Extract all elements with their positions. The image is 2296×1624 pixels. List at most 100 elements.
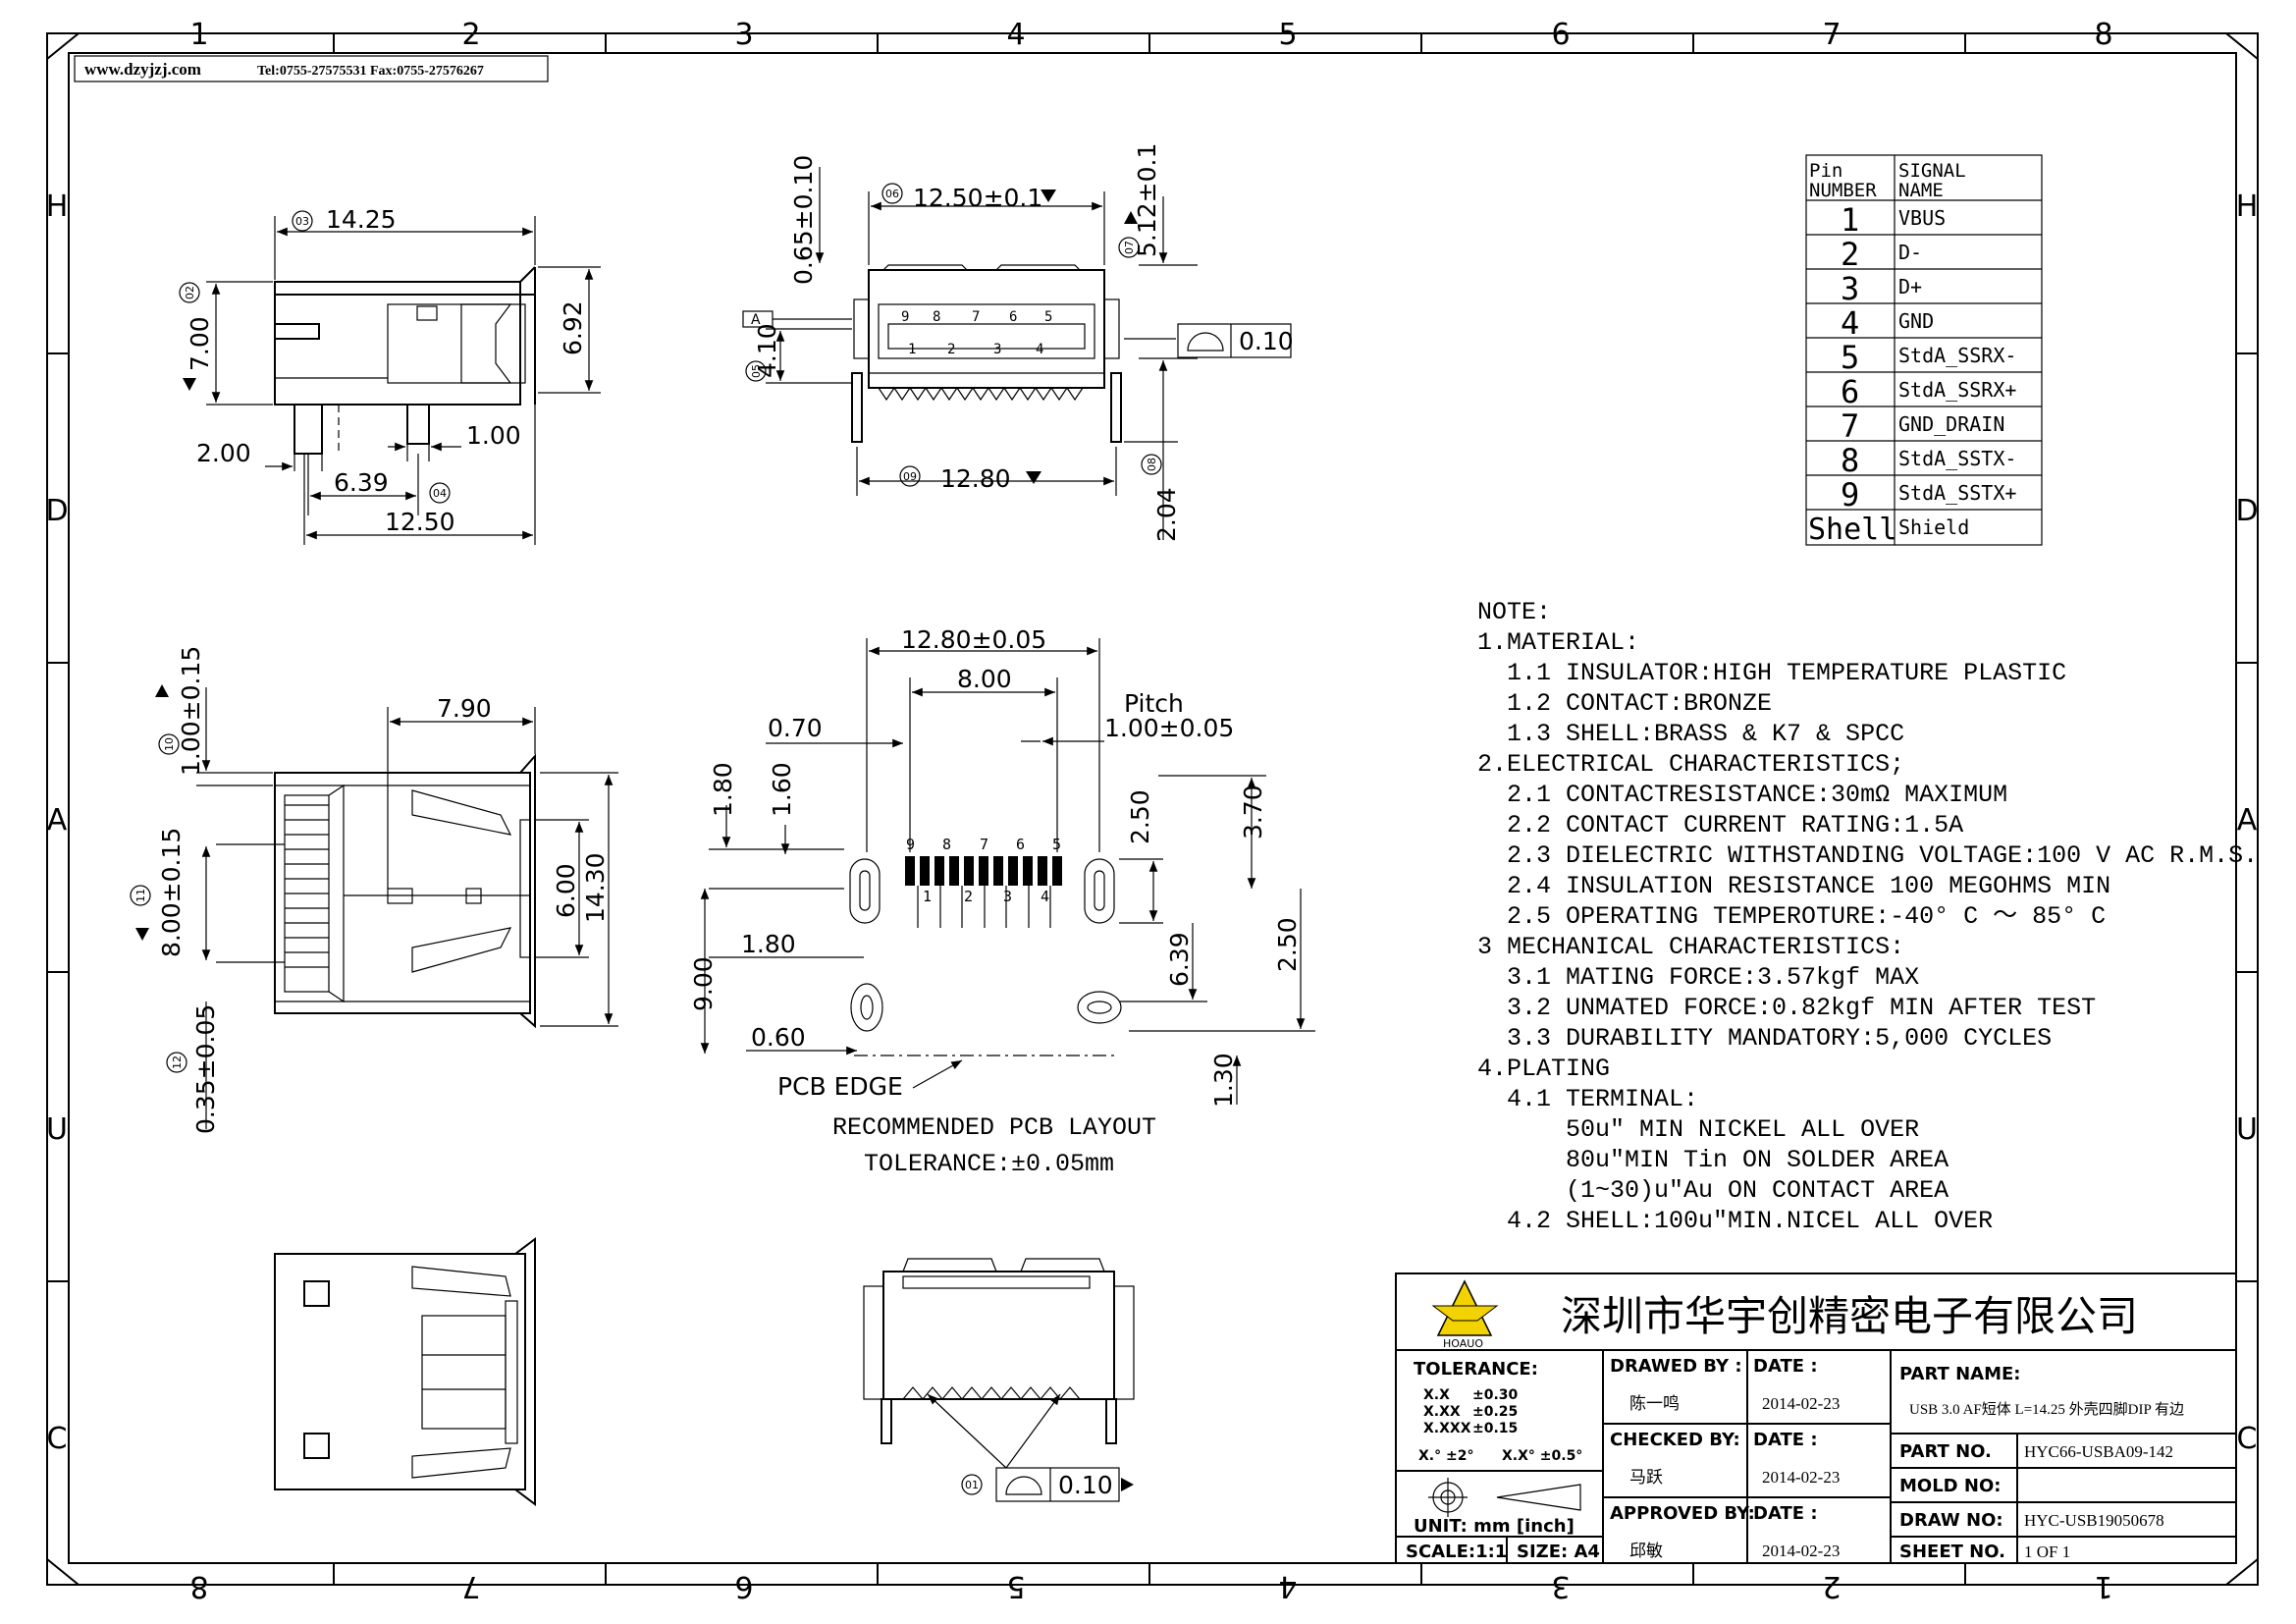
- dim-side-outer: 14.30: [581, 852, 610, 923]
- note-line: 1.3 SHELL:BRASS & K7 & SPCC: [1477, 720, 1904, 748]
- grid-bottom-label: 8: [189, 1569, 208, 1603]
- note-line: 1.MATERIAL:: [1477, 628, 1639, 657]
- company-name: 深圳市华宇创精密电子有限公司: [1561, 1292, 2138, 1340]
- pcb-dim-160: 1.60: [768, 762, 796, 817]
- dim-front-leg: 2.04: [1152, 487, 1181, 542]
- pin-number: 3: [1841, 270, 1859, 307]
- pcb-dim-130: 1.30: [1209, 1053, 1238, 1108]
- grid-bottom-label: 1: [2094, 1569, 2112, 1603]
- notes: NOTE: 1.MATERIAL: 1.1 INSULATOR:HIGH TEM…: [1477, 598, 2258, 1235]
- note-line: 4.1 TERMINAL:: [1477, 1085, 1698, 1113]
- date-value: 2014-02-23: [1762, 1394, 1840, 1413]
- note-line: NOTE:: [1477, 598, 1551, 626]
- part-no-label: PART NO.: [1899, 1441, 1992, 1462]
- pcb-dim-pitch: 1.00±0.05: [1104, 714, 1234, 742]
- grid-top-label: 1: [189, 18, 208, 52]
- date-label: DATE :: [1753, 1503, 1818, 1524]
- tolerance-label: TOLERANCE:: [1414, 1359, 1538, 1380]
- contact-text: Tel:0755-27575531 Fax:0755-27576267: [257, 64, 484, 79]
- dim-front-h1: 0.65±0.10: [789, 155, 818, 285]
- note-line: 3.2 UNMATED FORCE:0.82kgf MIN AFTER TEST: [1477, 994, 2096, 1022]
- bottom-front-view: 0.10 01: [863, 1258, 1135, 1502]
- date-label: DATE :: [1753, 1430, 1818, 1450]
- dim-tag: 04: [433, 487, 447, 500]
- note-line: 3.3 DURABILITY MANDATORY:5,000 CYCLES: [1477, 1024, 2052, 1053]
- grid-right-label: H: [2236, 189, 2259, 224]
- pin-signal: D-: [1898, 241, 1922, 264]
- pin-table: Pin NUMBER SIGNAL NAME 1 VBUS 2 D- 3 D+ …: [1805, 154, 2043, 547]
- title-block: HOAUO 深圳市华宇创精密电子有限公司 TOLERANCE: X.X ±0.3…: [1395, 1272, 2237, 1564]
- pcb-edge-label: PCB EDGE: [777, 1072, 903, 1101]
- date-value: 2014-02-23: [1762, 1468, 1840, 1487]
- front-pin-label: 3: [993, 342, 1001, 357]
- tol-key: X.XXX: [1423, 1421, 1471, 1436]
- pin-table-head-name: NAME: [1898, 180, 1944, 201]
- note-line: 50u" MIN NICKEL ALL OVER: [1477, 1115, 1919, 1144]
- angle-tol: X.X° ±0.5°: [1502, 1448, 1582, 1464]
- tol-key: X.XX: [1423, 1404, 1461, 1420]
- grid-left-label: U: [46, 1112, 68, 1147]
- note-line: 2.ELECTRICAL CHARACTERISTICS;: [1477, 750, 1904, 779]
- pcb-pad-label: 7: [980, 836, 988, 853]
- dim-front-side: 4.10: [753, 323, 781, 378]
- pin-number: 6: [1841, 373, 1859, 410]
- pcb-dimensions: 12.80±0.05 8.00 Pitch 1.00±0.05 0.70 1.8…: [689, 625, 1315, 1178]
- sheet-no: 1 OF 1: [2024, 1543, 2070, 1561]
- top-side-view: [274, 266, 536, 455]
- front-pin-label: 4: [1036, 342, 1043, 357]
- pcb-dim-total: 12.80±0.05: [901, 625, 1046, 654]
- dim-tag: 03: [295, 215, 309, 228]
- pin-table-head-pin: Pin: [1809, 160, 1842, 182]
- dim-width: 14.25: [326, 205, 397, 234]
- pin-signal: D+: [1898, 275, 1922, 298]
- pin-signal: StdA_SSTX-: [1898, 447, 2016, 470]
- flatness-value-bottom: 0.10: [1058, 1471, 1113, 1499]
- dim-side-c: 0.35±0.05: [191, 1004, 220, 1134]
- approved-by-label: APPROVED BY:: [1610, 1503, 1755, 1524]
- drawn-by: 陈一鸣: [1629, 1394, 1680, 1413]
- grid-labels-right: H D A U C: [2235, 189, 2258, 1456]
- dim-tag: 01: [965, 1479, 979, 1491]
- pcb-dim-180a: 1.80: [709, 762, 737, 817]
- grid-bottom-label: 3: [1551, 1569, 1570, 1603]
- dim-side-top: 7.90: [437, 694, 492, 723]
- dim-front-bottom: 12.80: [940, 464, 1011, 493]
- pin-signal: GND: [1898, 309, 1934, 333]
- checked-by: 马跃: [1629, 1468, 1663, 1487]
- note-line: 2.1 CONTACTRESISTANCE:30mΩ MAXIMUM: [1477, 781, 2007, 809]
- part-no: HYC66-USBA09-142: [2024, 1442, 2173, 1461]
- grid-top-label: 8: [2094, 18, 2112, 52]
- grid-top-label: 3: [734, 18, 753, 52]
- unit-label: UNIT: mm [inch]: [1414, 1516, 1575, 1537]
- note-line: 1.1 INSULATOR:HIGH TEMPERATURE PLASTIC: [1477, 659, 2066, 687]
- pcb-pad-label: 1: [923, 888, 932, 905]
- note-line: 2.4 INSULATION RESISTANCE 100 MEGOHMS MI…: [1477, 872, 2110, 900]
- flatness-value: 0.10: [1239, 327, 1294, 355]
- dim-height: 7.00: [186, 316, 214, 371]
- front-pin-label: 6: [1009, 309, 1017, 325]
- grid-left-label: C: [47, 1422, 68, 1456]
- dim-right-height: 6.92: [559, 300, 587, 355]
- dim-tag: 09: [903, 470, 917, 483]
- front-pin-label: 7: [972, 309, 980, 325]
- grid-left-label: A: [47, 803, 68, 838]
- tol-val: ±0.15: [1472, 1421, 1518, 1436]
- pin-signal: StdA_SSTX+: [1898, 481, 2016, 505]
- sheet-no-label: SHEET NO.: [1899, 1542, 2005, 1562]
- dim-front-h2: 5.12±0.1: [1133, 143, 1161, 257]
- pcb-pad-label: 3: [1003, 888, 1012, 905]
- note-line: (1~30)u"Au ON CONTACT AREA: [1477, 1176, 1949, 1205]
- front-pin-label: 5: [1044, 309, 1052, 325]
- pin-number: 2: [1841, 236, 1859, 273]
- dim-left-pin: 2.00: [196, 439, 251, 467]
- dim-side-b: 8.00±0.15: [157, 828, 186, 957]
- checked-by-label: CHECKED BY:: [1610, 1430, 1740, 1450]
- grid-right-label: C: [2237, 1422, 2258, 1456]
- pin-number: 1: [1841, 201, 1859, 239]
- dim-tag: 07: [1123, 241, 1136, 254]
- date-value: 2014-02-23: [1762, 1542, 1840, 1560]
- note-line: 2.5 OPERATING TEMPEROTURE:-40° C ～ 85° C: [1477, 902, 2106, 931]
- date-label: DATE :: [1753, 1356, 1818, 1377]
- grid-top-label: 7: [1822, 18, 1841, 52]
- pcb-pad-label: 6: [1016, 836, 1025, 853]
